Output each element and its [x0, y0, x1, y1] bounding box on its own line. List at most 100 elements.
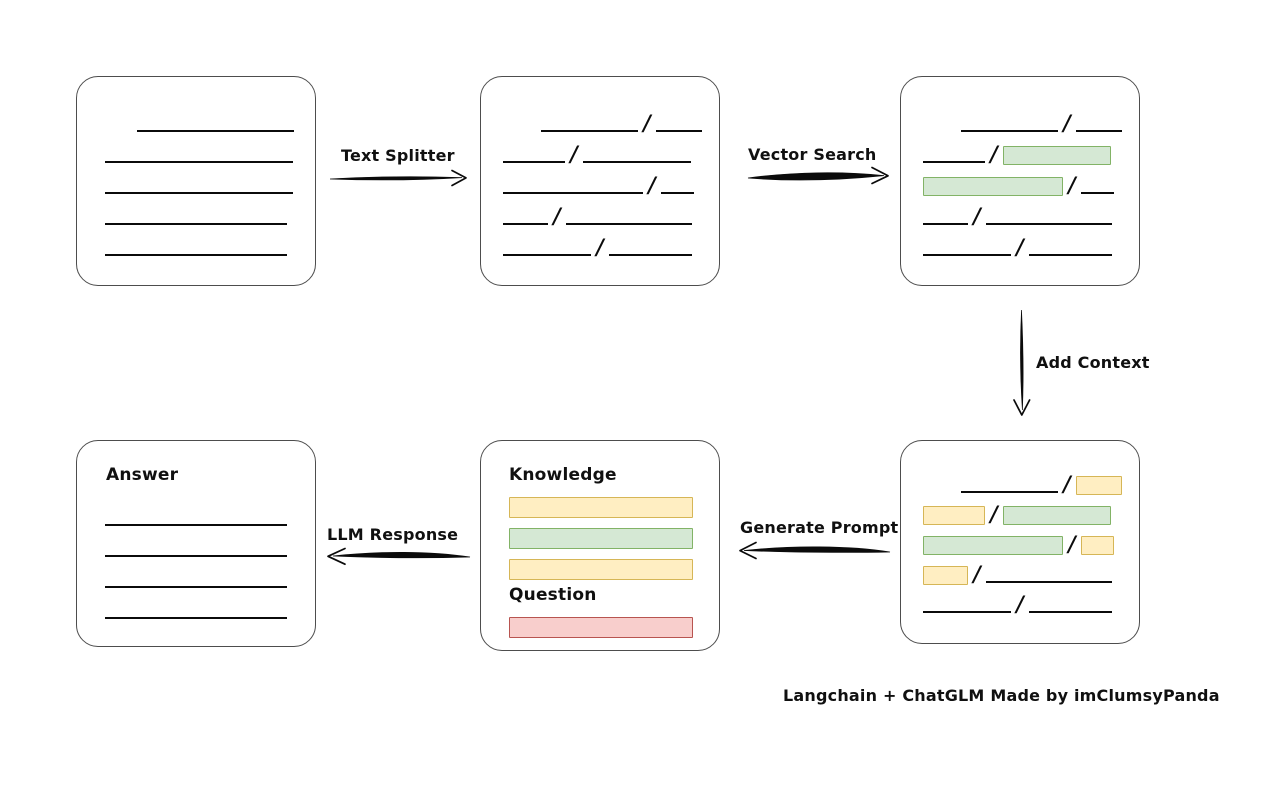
text-line — [105, 538, 287, 560]
edge-label-add-context: Add Context — [1036, 353, 1150, 372]
underline-segment — [1028, 611, 1112, 613]
text-line: / — [961, 109, 1122, 135]
underline-segment — [541, 130, 638, 132]
underline-segment — [923, 161, 985, 163]
underline-segment — [1075, 130, 1122, 132]
underline-segment — [923, 254, 1011, 256]
underline-segment — [582, 161, 691, 163]
slash-separator: / — [570, 140, 578, 166]
slash-separator: / — [1016, 233, 1024, 259]
slash-separator: / — [596, 233, 604, 259]
slash-separator: / — [1068, 530, 1076, 556]
slash-separator: / — [973, 560, 981, 586]
underline-segment — [105, 223, 287, 225]
text-line: / — [503, 233, 692, 259]
text-line — [105, 600, 287, 622]
slash-separator: / — [1068, 171, 1076, 197]
text-line: / — [923, 590, 1112, 616]
text-line — [137, 113, 294, 135]
text-line: / — [503, 171, 694, 197]
underline-segment — [985, 223, 1112, 225]
arrow-add-context — [1013, 309, 1031, 416]
edge-label-generate-prompt: Generate Prompt — [740, 518, 899, 537]
underline-segment — [137, 130, 294, 132]
text-line: / — [961, 470, 1122, 496]
underline-segment — [923, 611, 1011, 613]
underline-segment — [608, 254, 692, 256]
underline-segment — [985, 581, 1112, 583]
slash-separator: / — [1016, 590, 1024, 616]
underline-segment — [503, 192, 643, 194]
text-line: / — [541, 109, 702, 135]
text-line — [105, 569, 287, 591]
prompt-bar-red — [509, 617, 693, 638]
footer-credit: Langchain + ChatGLM Made by imClumsyPand… — [783, 686, 1220, 705]
slash-separator: / — [643, 109, 651, 135]
underline-segment — [503, 223, 548, 225]
highlight-chip-green — [923, 535, 1063, 555]
node-split-chunks[interactable]: / / / / / — [480, 76, 720, 286]
edge-label-vector-search: Vector Search — [748, 145, 877, 164]
highlight-chip-yellow — [1075, 475, 1122, 495]
text-line: / — [923, 233, 1112, 259]
text-line — [105, 206, 287, 228]
text-line — [105, 175, 293, 197]
text-line: / — [923, 560, 1112, 586]
slash-separator: / — [990, 140, 998, 166]
text-line: / — [923, 530, 1114, 556]
slash-separator: / — [648, 171, 656, 197]
prompt-bar-green — [509, 528, 693, 549]
node-context-chunks[interactable]: / / / / / — [900, 440, 1140, 644]
node-source-document[interactable] — [76, 76, 316, 286]
node-prompt[interactable]: Knowledge Question — [480, 440, 720, 651]
node-answer-title: Answer — [106, 465, 179, 485]
prompt-knowledge-label: Knowledge — [509, 465, 617, 485]
underline-segment — [961, 130, 1058, 132]
underline-segment — [961, 491, 1058, 493]
underline-segment — [655, 130, 702, 132]
slash-separator: / — [1063, 109, 1071, 135]
underline-segment — [105, 254, 287, 256]
arrow-vector-search — [747, 166, 889, 185]
underline-segment — [105, 192, 293, 194]
highlight-chip-yellow — [1080, 535, 1114, 555]
text-line — [105, 507, 287, 529]
underline-segment — [1028, 254, 1112, 256]
text-line — [105, 237, 287, 259]
underline-segment — [660, 192, 694, 194]
underline-segment — [105, 555, 287, 557]
prompt-bar-yellow — [509, 559, 693, 580]
node-answer[interactable]: Answer — [76, 440, 316, 647]
node-vector-matches[interactable]: / / / / / — [900, 76, 1140, 286]
edge-label-text-splitter: Text Splitter — [341, 146, 455, 165]
highlight-chip-yellow — [923, 565, 968, 585]
text-line: / — [503, 202, 692, 228]
underline-segment — [105, 161, 293, 163]
slash-separator: / — [973, 202, 981, 228]
underline-segment — [105, 586, 287, 588]
underline-segment — [503, 254, 591, 256]
text-line — [105, 144, 293, 166]
text-line: / — [923, 500, 1111, 526]
underline-segment — [503, 161, 565, 163]
arrow-generate-prompt — [739, 541, 891, 560]
text-line: / — [503, 140, 691, 166]
highlight-chip-green — [1002, 145, 1111, 165]
underline-segment — [105, 524, 287, 526]
underline-segment — [923, 223, 968, 225]
slash-separator: / — [1063, 470, 1071, 496]
prompt-question-label: Question — [509, 585, 597, 605]
highlight-chip-green — [923, 176, 1063, 196]
highlight-chip-yellow — [923, 505, 985, 525]
highlight-chip-green — [1002, 505, 1111, 525]
arrow-llm-response — [327, 547, 471, 566]
underline-segment — [1080, 192, 1114, 194]
text-line: / — [923, 140, 1111, 166]
edge-label-llm-response: LLM Response — [327, 525, 459, 544]
underline-segment — [565, 223, 692, 225]
arrow-text-splitter — [329, 169, 467, 187]
slash-separator: / — [553, 202, 561, 228]
underline-segment — [105, 617, 287, 619]
slash-separator: / — [990, 500, 998, 526]
